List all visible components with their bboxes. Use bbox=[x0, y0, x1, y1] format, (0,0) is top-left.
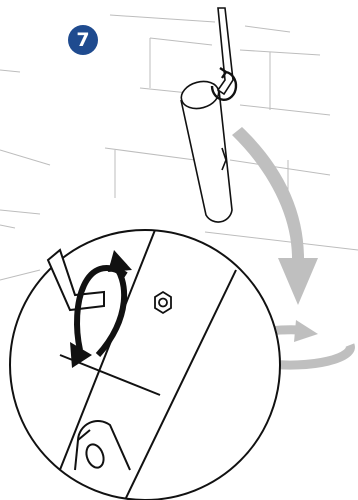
step-number-badge: 7 bbox=[68, 25, 98, 55]
zoom-detail bbox=[10, 230, 280, 500]
hex-bolt-icon bbox=[155, 292, 171, 313]
hex-key-icon bbox=[218, 8, 233, 94]
